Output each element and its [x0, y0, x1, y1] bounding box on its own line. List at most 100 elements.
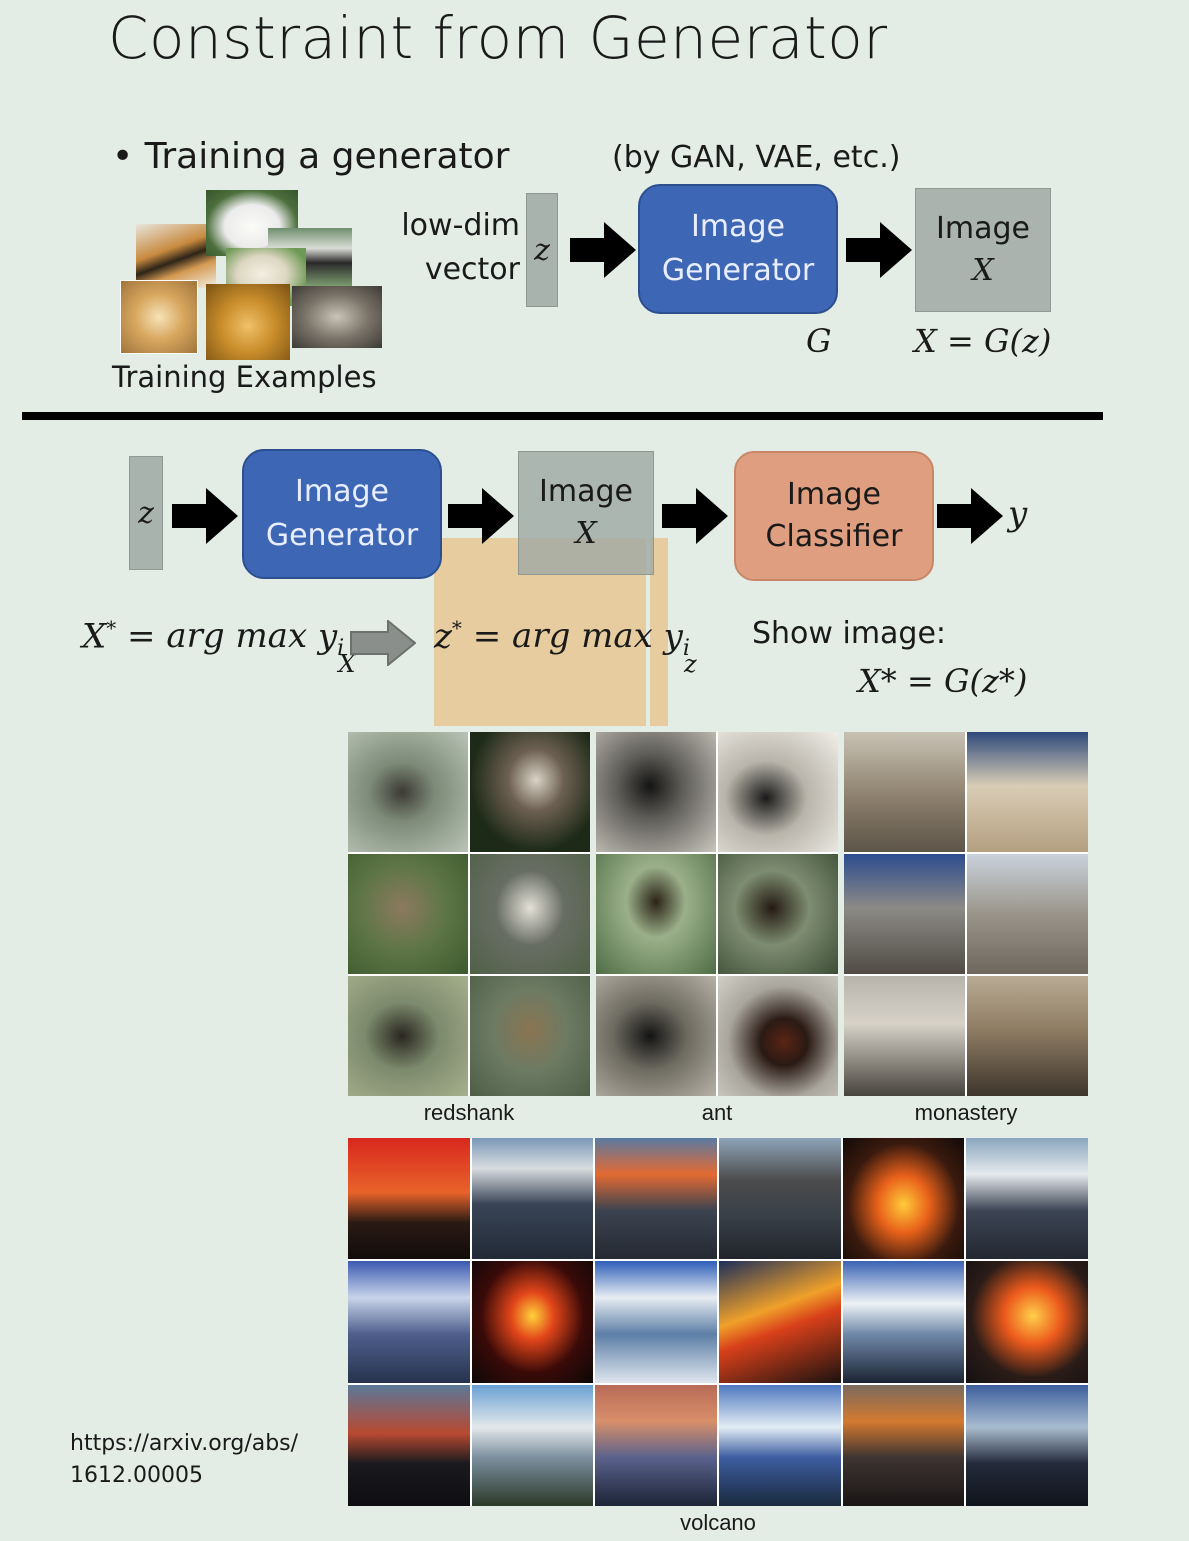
eq-y-sub: i	[337, 636, 345, 662]
doge-photo	[120, 280, 198, 354]
eq-z-y: y	[663, 616, 683, 657]
monastery-grid	[844, 732, 1088, 1096]
redshank-tile	[470, 976, 590, 1096]
ant-tile	[596, 732, 716, 852]
volcano-tile	[718, 1384, 841, 1506]
monastery-tile	[844, 732, 965, 852]
monastery-tile	[844, 854, 965, 974]
output-y: y	[1008, 494, 1028, 534]
volcano-tile	[966, 1384, 1088, 1506]
arrow-icon	[172, 488, 238, 544]
lowdim-line2: vector	[424, 252, 520, 287]
eq-y: y	[317, 616, 338, 657]
eq-z-argmax-sub: z	[684, 650, 697, 679]
volcano-tile	[348, 1261, 470, 1383]
training-examples-collage	[118, 188, 384, 362]
eq-argmax: arg max	[166, 616, 308, 657]
lowdim-line1: low-dim	[401, 208, 520, 243]
volcano-tile	[348, 1138, 470, 1260]
eq-equals: =	[127, 616, 156, 657]
arrow-icon	[846, 222, 912, 278]
ant-tile	[596, 976, 716, 1096]
classifier-label-line1: Image	[787, 477, 881, 512]
ant-grid	[596, 732, 838, 1096]
redshank-tile	[348, 732, 468, 852]
volcano-tile	[348, 1384, 470, 1506]
pipeline-generator-line2: Generator	[265, 518, 419, 553]
volcano-tile	[842, 1138, 965, 1260]
url-line2[interactable]: 1612.00005	[70, 1463, 203, 1488]
redshank-tile	[470, 854, 590, 974]
volcano-tile	[842, 1261, 965, 1383]
eq-z-argmax: arg max	[512, 616, 653, 657]
volcano-grid	[348, 1138, 1088, 1506]
classifier-label-line2: Classifier	[765, 519, 903, 554]
paper-url[interactable]: https://arxiv.org/abs/ 1612.00005	[70, 1428, 298, 1492]
arrow-icon	[448, 488, 514, 544]
show-image-label: Show image:	[752, 616, 947, 651]
volcano-tile	[471, 1384, 594, 1506]
volcano-tile	[966, 1138, 1088, 1260]
ant-tile	[596, 854, 716, 974]
volcano-tile	[471, 1261, 594, 1383]
pipeline-image-label: Image	[539, 474, 633, 509]
monastery-caption: monastery	[914, 1100, 1018, 1125]
redshank-caption: redshank	[423, 1100, 515, 1125]
volcano-tile	[718, 1261, 841, 1383]
z-pipeline-label: z	[138, 495, 154, 531]
image-x-pipeline: Image X	[518, 451, 654, 575]
training-examples-caption: Training Examples	[112, 360, 377, 394]
show-image-equation: X* = G(z*)	[858, 662, 1028, 700]
image-generator-pipeline: Image Generator	[242, 449, 442, 579]
lowdim-label: low-dim vector	[400, 204, 520, 292]
arrow-icon	[662, 488, 728, 544]
highlight-strip	[650, 538, 668, 726]
eq-z-y-sub: i	[682, 636, 690, 662]
x-equals-gz: X = G(z)	[914, 322, 1052, 360]
g-label: G	[806, 322, 832, 360]
generator-label-line1: Image	[691, 209, 785, 244]
section-divider	[22, 412, 1103, 420]
eq-x: X	[82, 616, 107, 657]
monastery-tile	[967, 976, 1088, 1096]
gray-arrow-icon	[350, 620, 416, 666]
image-x-top: Image X	[915, 188, 1051, 312]
eq-z: z	[434, 616, 452, 657]
volcano-caption: volcano	[680, 1510, 756, 1535]
tiger-photo	[136, 224, 216, 288]
volcano-tile	[718, 1138, 841, 1260]
image-label: Image	[936, 211, 1030, 246]
ant-caption: ant	[701, 1100, 733, 1125]
ant-tile	[718, 732, 838, 852]
eq-star: *	[106, 616, 117, 640]
redshank-grid	[348, 732, 590, 1096]
generator-label-line2: Generator	[661, 253, 815, 288]
arrow-icon	[937, 488, 1003, 544]
volcano-tile	[842, 1384, 965, 1506]
z-vector-label: z	[534, 232, 550, 268]
eq-argmax-sub: X	[338, 650, 356, 679]
volcano-tile	[595, 1384, 717, 1506]
pipeline-image-var: X	[575, 516, 597, 551]
monastery-tile	[967, 854, 1088, 974]
url-line1[interactable]: https://arxiv.org/abs/	[70, 1431, 299, 1456]
monastery-tile	[967, 732, 1088, 852]
eq-z-equals: =	[472, 616, 502, 657]
volcano-tile	[471, 1138, 594, 1260]
wolf-photo	[292, 286, 382, 348]
image-var: X	[972, 253, 994, 288]
redshank-tile	[348, 854, 468, 974]
volcano-tile	[595, 1261, 717, 1383]
method-note: (by GAN, VAE, etc.)	[612, 140, 901, 175]
image-generator-top: Image Generator	[638, 184, 838, 314]
ant-tile	[718, 854, 838, 974]
monastery-tile	[844, 976, 965, 1096]
bullet-training-generator: • Training a generator	[112, 136, 510, 177]
volcano-tile	[966, 1261, 1088, 1383]
eq-z-star: *	[451, 616, 462, 640]
image-classifier: Image Classifier	[734, 451, 934, 581]
arrow-icon	[570, 222, 636, 278]
pipeline-generator-line1: Image	[295, 474, 389, 509]
